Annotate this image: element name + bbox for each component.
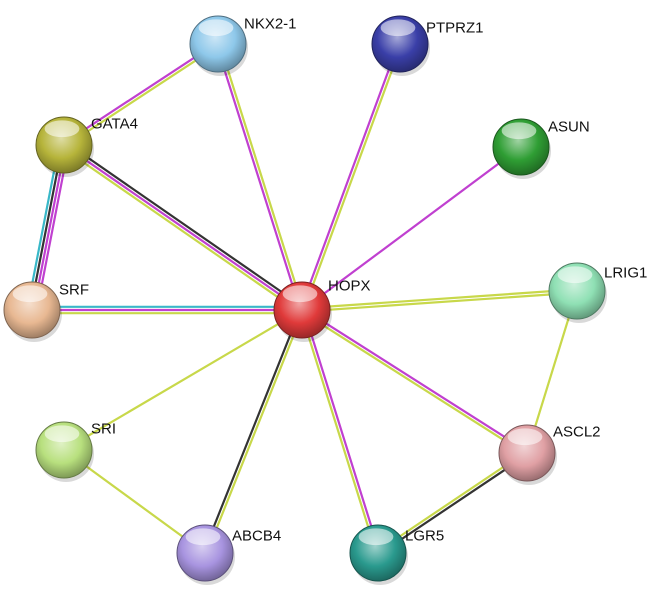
edge-hopx-asun	[300, 145, 523, 312]
edge-hopx-nkx2-1	[215, 42, 305, 312]
node-highlight	[44, 120, 80, 138]
node-label-hopx: HOPX	[328, 277, 371, 294]
edge-evidence-line	[300, 145, 523, 312]
edge-evidence-line	[301, 291, 579, 313]
edge-sri-abcb4	[62, 448, 207, 555]
edge-evidence-line	[302, 43, 403, 312]
node-label-sri: SRI	[91, 420, 116, 437]
edge-evidence-line	[299, 42, 400, 311]
edge-hopx-lrig1	[300, 288, 579, 313]
edge-hopx-gata4	[61, 141, 305, 314]
node-label-ptprz1: PTPRZ1	[426, 19, 484, 36]
node-ascl2[interactable]: ASCL2	[498, 423, 601, 485]
node-highlight	[282, 285, 318, 303]
node-highlight	[380, 19, 416, 37]
node-label-nkx2-1: NKX2-1	[244, 15, 297, 32]
edge-hopx-ptprz1	[299, 42, 403, 312]
node-highlight	[198, 19, 234, 37]
node-gata4[interactable]: GATA4	[35, 115, 138, 177]
node-highlight	[358, 528, 394, 546]
edge-evidence-line	[300, 288, 578, 310]
edge-evidence-line	[299, 309, 378, 555]
edge-evidence-line	[205, 309, 305, 555]
node-lgr5[interactable]: LGR5	[349, 524, 444, 585]
edge-evidence-line	[62, 308, 304, 452]
node-label-ascl2: ASCL2	[553, 423, 601, 440]
node-label-asun: ASUN	[548, 118, 590, 135]
edge-evidence-line	[218, 42, 305, 311]
node-label-gata4: GATA4	[91, 115, 138, 132]
node-lrig1[interactable]: LRIG1	[548, 262, 647, 323]
edge-evidence-line	[302, 308, 381, 554]
edge-evidence-line	[62, 143, 304, 312]
node-ptprz1[interactable]: PTPRZ1	[371, 15, 484, 76]
edge-ascl2-lgr5	[376, 450, 529, 556]
edge-hopx-lgr5	[299, 308, 381, 555]
node-asun[interactable]: ASUN	[492, 118, 590, 179]
node-highlight	[501, 122, 537, 140]
node-highlight	[557, 266, 593, 284]
node-label-abcb4: ABCB4	[232, 527, 281, 544]
edge-evidence-line	[377, 453, 529, 556]
edge-evidence-line	[215, 43, 302, 312]
node-srf[interactable]: SRF	[3, 281, 89, 342]
node-highlight	[507, 428, 543, 446]
node-abcb4[interactable]: ABCB4	[176, 524, 281, 585]
node-label-srf: SRF	[59, 281, 89, 298]
node-highlight	[44, 425, 80, 443]
edge-gata4-nkx2-1	[62, 41, 220, 148]
edge-evidence-line	[62, 448, 207, 555]
edge-evidence-line	[300, 310, 528, 456]
node-highlight	[185, 528, 221, 546]
edge-evidence-line	[376, 450, 528, 553]
node-hopx[interactable]: HOPX	[273, 277, 371, 342]
node-nkx2-1[interactable]: NKX2-1	[189, 15, 297, 76]
edge-hopx-abcb4	[202, 308, 305, 555]
edge-evidence-line	[62, 41, 219, 145]
node-sri[interactable]: SRI	[35, 420, 116, 482]
edge-evidence-line	[61, 146, 302, 314]
node-label-lgr5: LGR5	[405, 527, 444, 544]
edge-evidence-line	[301, 307, 529, 453]
edge-hopx-sri	[62, 308, 304, 452]
edge-evidence-line	[64, 141, 305, 309]
node-label-lrig1: LRIG1	[604, 264, 647, 281]
edge-hopx-srf	[30, 305, 304, 315]
edge-hopx-ascl2	[300, 307, 529, 456]
edge-evidence-line	[202, 308, 302, 554]
edge-evidence-line	[63, 44, 220, 148]
node-highlight	[12, 285, 48, 303]
